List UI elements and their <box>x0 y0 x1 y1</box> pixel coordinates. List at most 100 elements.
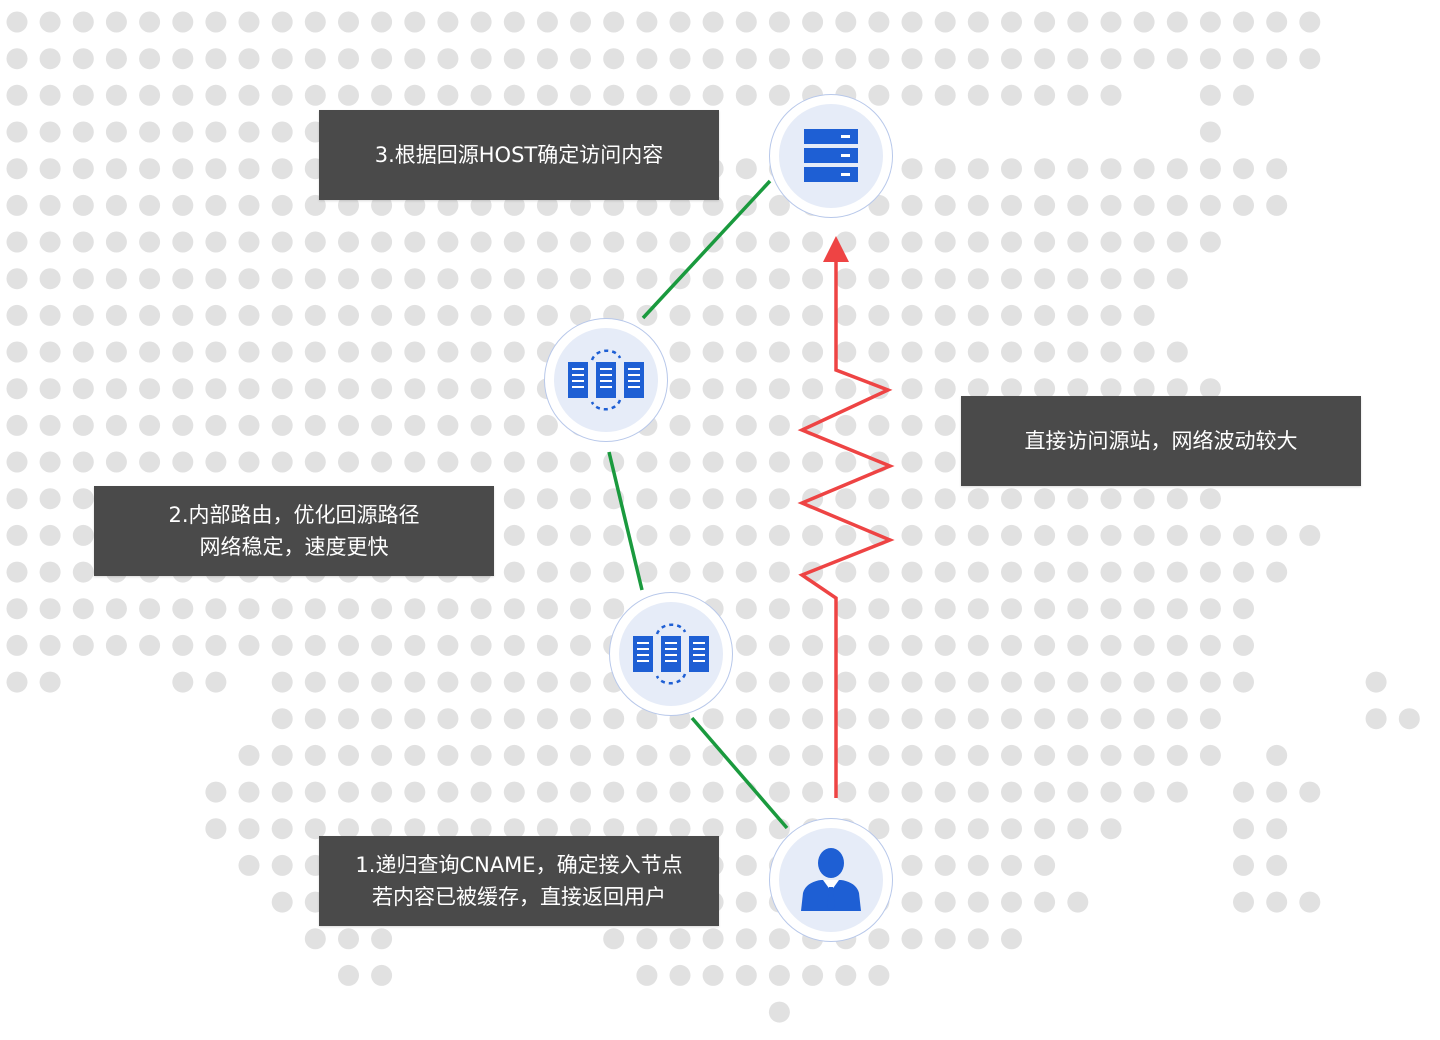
map-dot <box>1398 708 1420 730</box>
map-dot <box>868 488 890 510</box>
map-dot <box>768 524 790 546</box>
map-dot <box>6 121 28 143</box>
map-dot <box>669 48 691 70</box>
map-dot <box>271 598 293 620</box>
map-dot <box>1233 634 1254 656</box>
map-dot <box>934 634 956 656</box>
map-dot <box>802 451 824 473</box>
map-dot <box>1001 891 1022 913</box>
map-dot <box>72 194 94 216</box>
map-dot <box>735 891 757 913</box>
map-dot <box>238 451 260 473</box>
map-dot <box>1266 11 1288 33</box>
map-dot <box>470 818 492 840</box>
map-dot <box>437 268 459 290</box>
map-dot <box>271 781 293 803</box>
map-dot <box>1067 708 1089 730</box>
map-dot <box>271 341 293 363</box>
map-dot <box>39 194 61 216</box>
map-dot <box>1233 854 1254 876</box>
step1-text-line1: 1.递归查询CNAME，确定接入节点 <box>355 853 683 877</box>
map-dot <box>503 451 525 473</box>
map-dot <box>338 231 359 253</box>
user-node <box>769 818 893 942</box>
map-dot <box>1166 158 1188 180</box>
map-dot <box>669 488 691 510</box>
map-dot <box>437 671 459 693</box>
map-dot <box>404 231 426 253</box>
map-dot <box>835 341 857 363</box>
map-dot <box>1133 158 1155 180</box>
map-dot <box>404 378 426 400</box>
map-dot <box>238 744 260 766</box>
map-dot <box>238 48 260 70</box>
map-dot <box>503 378 525 400</box>
map-dot <box>437 48 459 70</box>
map-dot <box>470 781 492 803</box>
map-dot <box>967 744 989 766</box>
map-dot <box>967 891 989 913</box>
map-dot <box>1199 11 1221 33</box>
map-dot <box>901 524 923 546</box>
map-dot <box>304 671 326 693</box>
map-dot <box>338 304 359 326</box>
map-dot <box>1001 48 1022 70</box>
map-dot <box>669 341 691 363</box>
map-dot <box>1034 488 1056 510</box>
map-dot <box>735 488 757 510</box>
cdn-cluster-icon <box>633 623 709 685</box>
map-dot <box>1067 634 1089 656</box>
map-dot <box>669 231 691 253</box>
map-dot <box>735 231 757 253</box>
map-dot <box>105 304 127 326</box>
map-dot <box>901 708 923 730</box>
map-dot <box>702 48 724 70</box>
map-dot <box>1133 231 1155 253</box>
map-dot <box>967 48 989 70</box>
map-dot <box>1100 781 1122 803</box>
map-dot <box>603 708 625 730</box>
map-dot <box>1001 634 1022 656</box>
map-dot <box>570 561 591 583</box>
map-dot <box>835 414 857 436</box>
map-dot <box>934 48 956 70</box>
map-dot <box>536 84 558 106</box>
relay-node <box>544 318 668 442</box>
map-dot <box>437 634 459 656</box>
map-dot <box>1199 158 1221 180</box>
map-dot <box>768 781 790 803</box>
map-dot <box>802 598 824 620</box>
map-dot <box>1199 84 1221 106</box>
map-dot <box>271 84 293 106</box>
map-dot <box>901 781 923 803</box>
map-dot <box>304 194 326 216</box>
map-dot <box>603 598 625 620</box>
map-dot <box>304 268 326 290</box>
map-dot <box>967 598 989 620</box>
map-dot <box>139 158 161 180</box>
map-dot <box>1067 194 1089 216</box>
map-dot <box>238 121 260 143</box>
map-dot <box>404 414 426 436</box>
map-dot <box>967 928 989 950</box>
map-dot <box>1034 84 1056 106</box>
map-dot <box>669 744 691 766</box>
map-dot <box>238 11 260 33</box>
map-dot <box>967 818 989 840</box>
map-dot <box>371 341 393 363</box>
map-dot <box>702 781 724 803</box>
map-dot <box>768 708 790 730</box>
map-dot <box>470 378 492 400</box>
map-dot <box>72 341 94 363</box>
map-dot <box>404 11 426 33</box>
map-dot <box>536 268 558 290</box>
map-dot <box>39 378 61 400</box>
map-dot <box>802 48 824 70</box>
map-dot <box>735 414 757 436</box>
map-dot <box>1034 304 1056 326</box>
map-dot <box>1034 48 1056 70</box>
map-dot <box>338 378 359 400</box>
map-dot <box>338 48 359 70</box>
map-dot <box>1166 598 1188 620</box>
